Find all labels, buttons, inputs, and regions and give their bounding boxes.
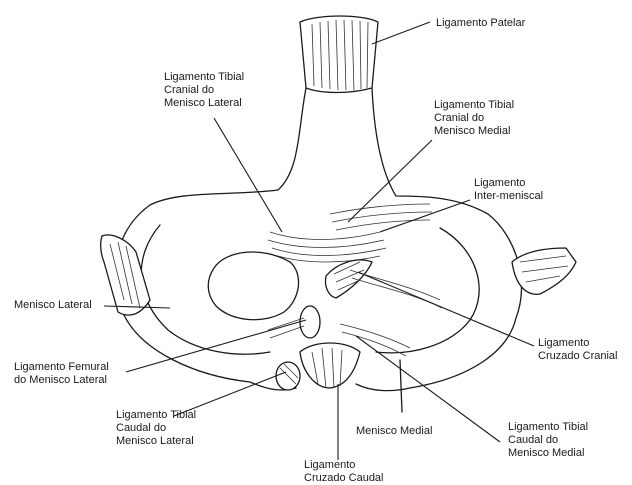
label-tibial-cranial-medial: Ligamento Tibial Cranial do Menisco Medi… <box>434 99 517 137</box>
label-cruzado-cranial: Ligamento Cruzado Cranial <box>538 337 617 362</box>
label-femural-lateral: Ligamento Femural do Menisco Lateral <box>14 361 112 386</box>
label-inter-meniscal: Ligamento Inter-meniscal <box>474 177 543 202</box>
caudal-cruciate-ligament <box>300 343 360 388</box>
label-cruzado-caudal: Ligamento Cruzado Caudal <box>304 459 384 484</box>
label-menisco-medial: Menisco Medial <box>356 425 432 437</box>
label-menisco-lateral: Menisco Lateral <box>14 299 92 311</box>
cranial-cruciate-ligament <box>325 260 372 298</box>
patellar-ligament <box>300 16 378 93</box>
central-opening <box>208 252 298 320</box>
label-tibial-cranial-lateral: Ligamento Tibial Cranial do Menisco Late… <box>164 71 247 109</box>
label-tibial-caudal-lateral: Ligamento Tibial Caudal do Menisco Later… <box>116 409 199 447</box>
label-ligamento-patelar: Ligamento Patelar <box>436 17 526 29</box>
label-tibial-caudal-medial: Ligamento Tibial Caudal do Menisco Media… <box>508 421 591 459</box>
